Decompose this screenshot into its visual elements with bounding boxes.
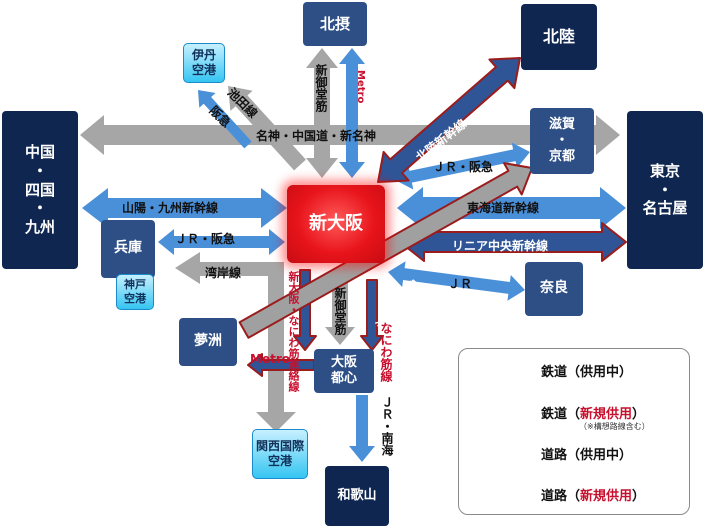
jr-nara-rail-arrow (388, 261, 525, 301)
jr-hankyu-hyogo-rail-arrow (158, 229, 285, 255)
jr-nankai-rail-arrow (349, 395, 375, 462)
jr-nara-label: ＪＲ (448, 277, 473, 291)
hankyu-itami-rail-arrow (198, 90, 252, 149)
jr-hankyu-hyogo-label: ＪＲ・阪急 (175, 232, 236, 246)
legend: 鉄道（供用中） 鉄道（新規供用） （※構想路線含む） 道路（供用中） 道路（新規… (458, 348, 690, 515)
legend-road-existing: 道路（供用中） (541, 448, 633, 463)
shin-osaka-hub: 新大阪 (287, 185, 385, 263)
kita-osaka-node: 北摂 (303, 2, 367, 46)
hyogo-node: 兵庫 (101, 220, 155, 278)
osaka-toshin-node: 大阪 都心 (314, 349, 374, 393)
wangan-road-arrow (175, 252, 296, 432)
legend-rail-new: 鉄道（新規供用） (541, 407, 646, 422)
naniwa-suji-line-arrow (360, 279, 384, 351)
shinmido-north-road-arrow (306, 48, 338, 178)
shin-osaka-naniwa-renraku-arrow (293, 269, 317, 351)
wakayama-node: 和歌山 (325, 466, 389, 526)
shinmido-south-label: 新御堂筋 (333, 287, 347, 335)
yodogawa-left-bank-arrow (238, 162, 533, 339)
kansai-airport-node: 関西国際 空港 (252, 429, 308, 479)
kobe-airport-node: 神戸 空港 (116, 274, 154, 310)
jr-hankyu-kyoto-label: ＪＲ・阪急 (433, 160, 494, 174)
tokaido-shinkansen-label: 東海道新幹線 (467, 201, 540, 215)
naniwa-suji-line-label: なにわ筋線 (379, 322, 393, 382)
jr-hankyu-kyoto-rail-arrow (395, 142, 530, 190)
metro-north-label: Metro (355, 70, 366, 104)
sanyo-kyushu-shinkansen-label: 山陽・九州新幹線 (122, 201, 219, 215)
jr-nankai-label: ＪＲ・南海 (380, 396, 394, 456)
nara-node: 奈良 (525, 262, 583, 316)
itami-airport-node: 伊丹 空港 (183, 43, 225, 83)
sanyo-kyushu-shinkansen-arrow (82, 188, 287, 228)
linear-chuo-shinkansen-label: リニア中央新幹線 (452, 239, 549, 253)
ikeda-line-road-arrow (228, 86, 306, 171)
legend-note: （※構想路線含む） (579, 422, 650, 431)
chugoku-shikoku-kyushu-node: 中国 ・ 四国 ・ 九州 (2, 111, 78, 269)
metro-south-label: Metro (250, 352, 290, 366)
shin-osaka-naniwa-renrakusen-label: 新大阪・なにわ筋連絡線 (287, 271, 300, 392)
tokyo-nagoya-node: 東京 ・ 名古屋 (627, 111, 703, 269)
yumeshima-node: 夢洲 (179, 318, 237, 366)
wangan-line-label: 湾岸線 (205, 266, 242, 280)
hokuriku-shinkansen-arrow (377, 57, 521, 183)
legend-rail-existing: 鉄道（供用中） (541, 365, 633, 380)
metro-south-rail-arrow (247, 353, 315, 377)
legend-road-new: 道路（新規供用） (541, 489, 646, 504)
shinmido-north-label: 新御堂筋 (314, 64, 328, 112)
hokuriku-node: 北陸 (521, 4, 597, 70)
meishin-label: 名神・中国道・新名神 (256, 129, 377, 143)
shiga-kyoto-node: 滋賀 ・ 京都 (530, 108, 594, 174)
metro-north-rail-arrow (339, 48, 365, 178)
